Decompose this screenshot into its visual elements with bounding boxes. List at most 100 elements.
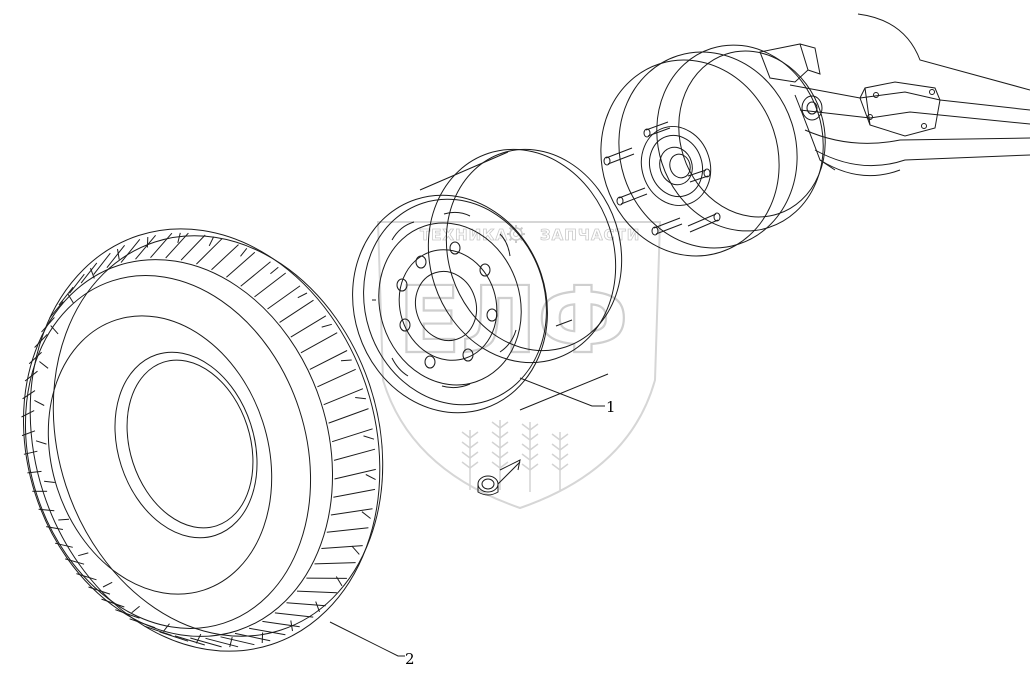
tread-block: [67, 293, 75, 304]
tread-groove: [286, 602, 326, 607]
tread-block: [58, 518, 70, 521]
callout-2: 2: [329, 621, 415, 668]
callout-label-2: 2: [405, 650, 415, 668]
leader-line-2: [329, 621, 405, 657]
tread-block: [297, 292, 308, 299]
tread-block: [195, 633, 202, 644]
tread-groove: [314, 562, 356, 565]
tread-groove: [211, 244, 239, 271]
watermark-wheat: [461, 420, 569, 492]
tread-groove: [46, 526, 63, 530]
tread-block: [208, 236, 215, 247]
tread-groove: [27, 470, 42, 474]
tread-groove: [317, 368, 356, 388]
tread-block: [50, 325, 59, 335]
tread-groove: [144, 625, 172, 636]
tread-groove: [34, 334, 48, 348]
tread-groove: [296, 590, 337, 594]
watermark-logo: ЕЛФ: [398, 267, 629, 374]
tread-block: [315, 601, 320, 612]
tread-block: [351, 545, 360, 555]
watermark-shield: [376, 221, 662, 510]
tread-groove: [249, 627, 286, 636]
tread-groove: [150, 232, 173, 259]
tread-block: [340, 359, 352, 362]
watermark: ТЕХНИКА ЗАПЧАСТИ ЕЛФ: [376, 221, 662, 510]
wheel-studs: [603, 121, 721, 236]
tread-groove: [240, 261, 271, 287]
tread-groove: [69, 273, 85, 294]
tread-groove: [106, 244, 125, 269]
tread-groove: [334, 468, 376, 480]
tread-block: [34, 399, 45, 406]
callout-1: 1: [519, 377, 616, 416]
tread-groove: [58, 286, 74, 306]
tread-groove: [21, 430, 36, 437]
tread-block: [78, 552, 89, 557]
tread-block: [270, 266, 279, 275]
tire-tread: [21, 232, 376, 648]
tread-block: [44, 480, 55, 483]
tread-groove: [28, 351, 42, 365]
tread-groove: [254, 272, 287, 298]
tread-groove: [180, 234, 206, 261]
tread-block: [39, 361, 49, 369]
tread-groove: [330, 508, 373, 516]
tread-groove: [326, 527, 369, 533]
tread-block: [361, 511, 371, 519]
tread-groove: [135, 234, 156, 260]
tread-groove: [41, 317, 55, 333]
tread-groove: [115, 609, 140, 619]
tread-groove: [226, 251, 256, 278]
tread-groove: [23, 450, 38, 455]
tread-groove: [22, 390, 36, 400]
rim-vent-slots: [391, 211, 517, 389]
tread-groove: [279, 299, 314, 323]
tread-groove: [262, 620, 300, 628]
axle-beam: [759, 13, 1030, 177]
tread-groove: [93, 252, 111, 275]
wheel-rim: [352, 148, 623, 496]
tread-block: [321, 323, 332, 328]
tread-block: [365, 474, 376, 481]
tread-groove: [323, 388, 364, 406]
tread-groove: [196, 238, 223, 265]
tread-groove: [174, 635, 205, 646]
tread-groove: [234, 632, 271, 642]
tread-block: [229, 636, 233, 648]
tread-groove: [331, 428, 373, 443]
tread-groove: [101, 598, 125, 608]
tread-groove: [321, 545, 363, 549]
tread-block: [177, 232, 181, 244]
tread-groove: [333, 448, 376, 461]
tread-groove: [88, 586, 111, 595]
tread-block: [335, 576, 343, 587]
tread-block: [131, 605, 140, 614]
tread-block: [117, 248, 120, 260]
tread-groove: [129, 618, 156, 629]
tread-groove: [80, 262, 98, 284]
rim-bolt-holes: [396, 241, 498, 369]
tread-block: [355, 397, 366, 400]
tread-groove: [267, 285, 301, 310]
tread-groove: [190, 637, 222, 648]
watermark-text-left: ТЕХНИКА: [420, 226, 508, 244]
tread-block: [240, 247, 248, 257]
tread-groove: [49, 301, 64, 319]
tread-groove: [54, 542, 73, 548]
tread-groove: [290, 315, 327, 338]
tread-groove: [76, 573, 97, 581]
gear-icon: [507, 225, 525, 243]
tread-groove: [274, 612, 314, 618]
tread-groove: [333, 488, 376, 498]
callout-label-1: 1: [606, 398, 616, 416]
tread-groove: [205, 637, 239, 648]
tire: [21, 228, 384, 652]
watermark-text-right: ЗАПЧАСТИ: [540, 226, 640, 244]
tread-groove: [38, 508, 55, 512]
tread-block: [35, 440, 47, 445]
brake-drum-hub: [600, 44, 826, 257]
tread-groove: [165, 232, 189, 259]
tread-block: [363, 435, 375, 440]
